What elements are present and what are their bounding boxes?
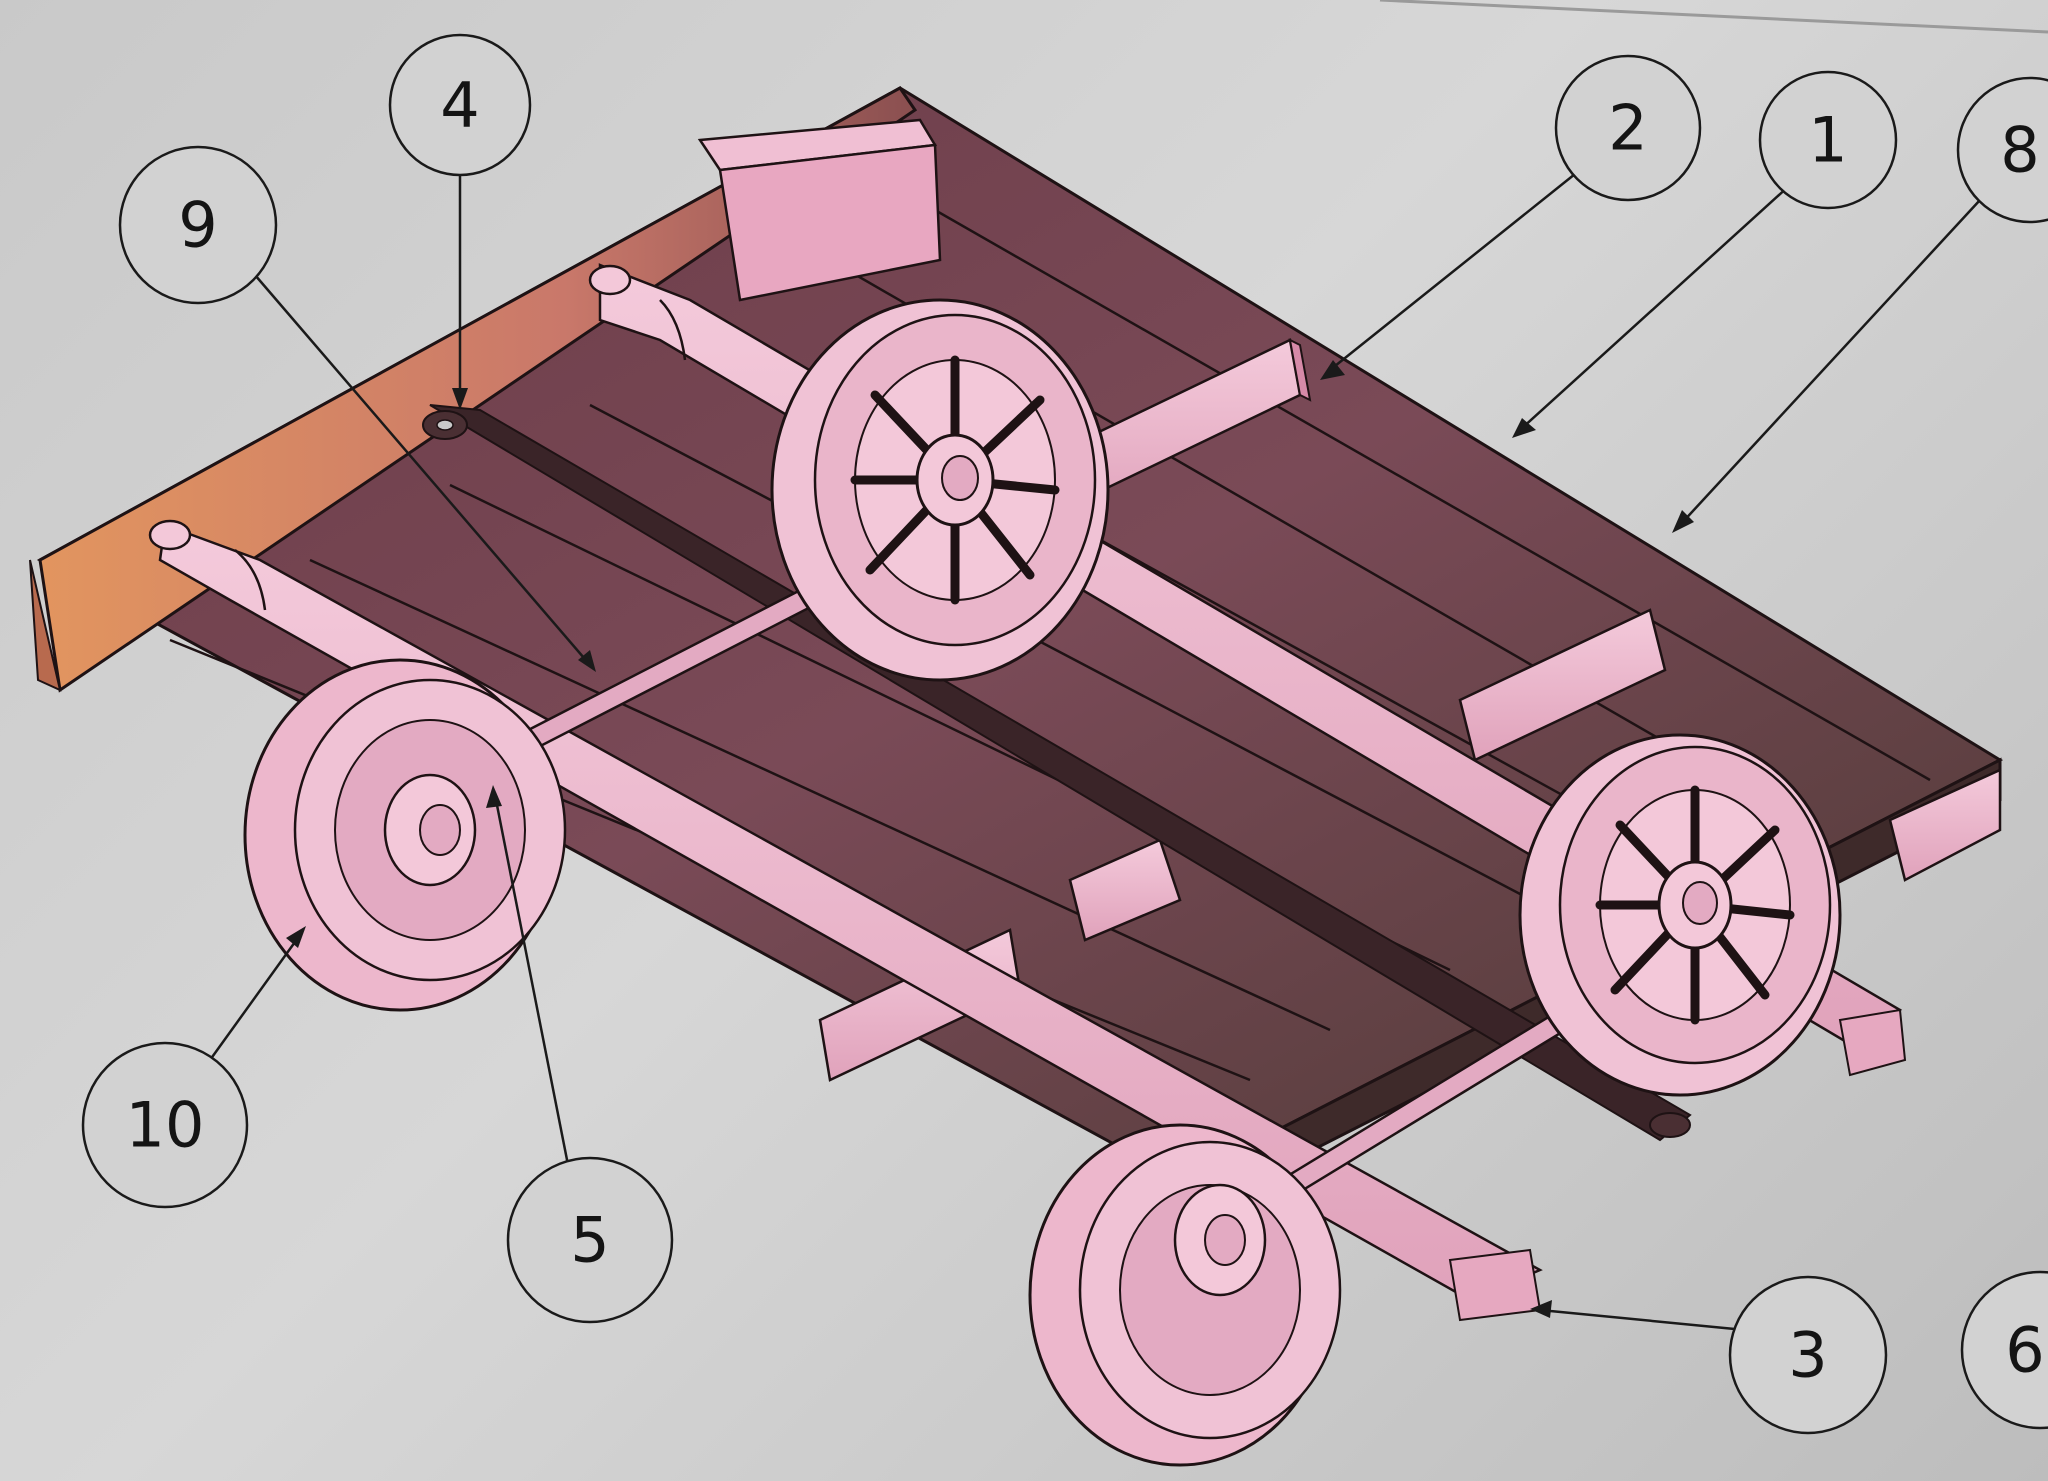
- callout-10-label: 10: [126, 1089, 205, 1162]
- leader-lines: [208, 169, 1981, 1332]
- callout-6-label: 6: [2005, 1314, 2044, 1387]
- callout-2-label: 2: [1608, 92, 1647, 165]
- callout-5: 5: [506, 1156, 674, 1324]
- callout-1-label: 1: [1808, 104, 1847, 177]
- wheel-rear-right: [1518, 733, 1842, 1097]
- callout-6: 6: [1960, 1270, 2048, 1430]
- wheel-front-left: [243, 658, 567, 1012]
- callout-1: 1: [1758, 70, 1898, 210]
- callout-3-label: 3: [1788, 1319, 1827, 1392]
- wheel-rear-left: [1028, 1123, 1342, 1467]
- callout-5-label: 5: [570, 1204, 609, 1277]
- callout-4-label: 4: [440, 69, 479, 142]
- end-block-top: [697, 118, 942, 302]
- callout-8: 8: [1956, 76, 2048, 224]
- page-edge: [1379, 0, 2048, 34]
- callout-3: 3: [1728, 1275, 1888, 1435]
- callout-2: 2: [1554, 54, 1702, 202]
- callout-10: 10: [81, 1041, 249, 1209]
- callout-9-label: 9: [178, 189, 217, 262]
- crossbeams: [818, 338, 2002, 1082]
- callout-9: 9: [118, 145, 278, 305]
- callout-8-label: 8: [2000, 114, 2039, 187]
- callout-4: 4: [388, 33, 532, 177]
- strap: [422, 404, 1692, 1142]
- wheel-front-right: [770, 298, 1110, 682]
